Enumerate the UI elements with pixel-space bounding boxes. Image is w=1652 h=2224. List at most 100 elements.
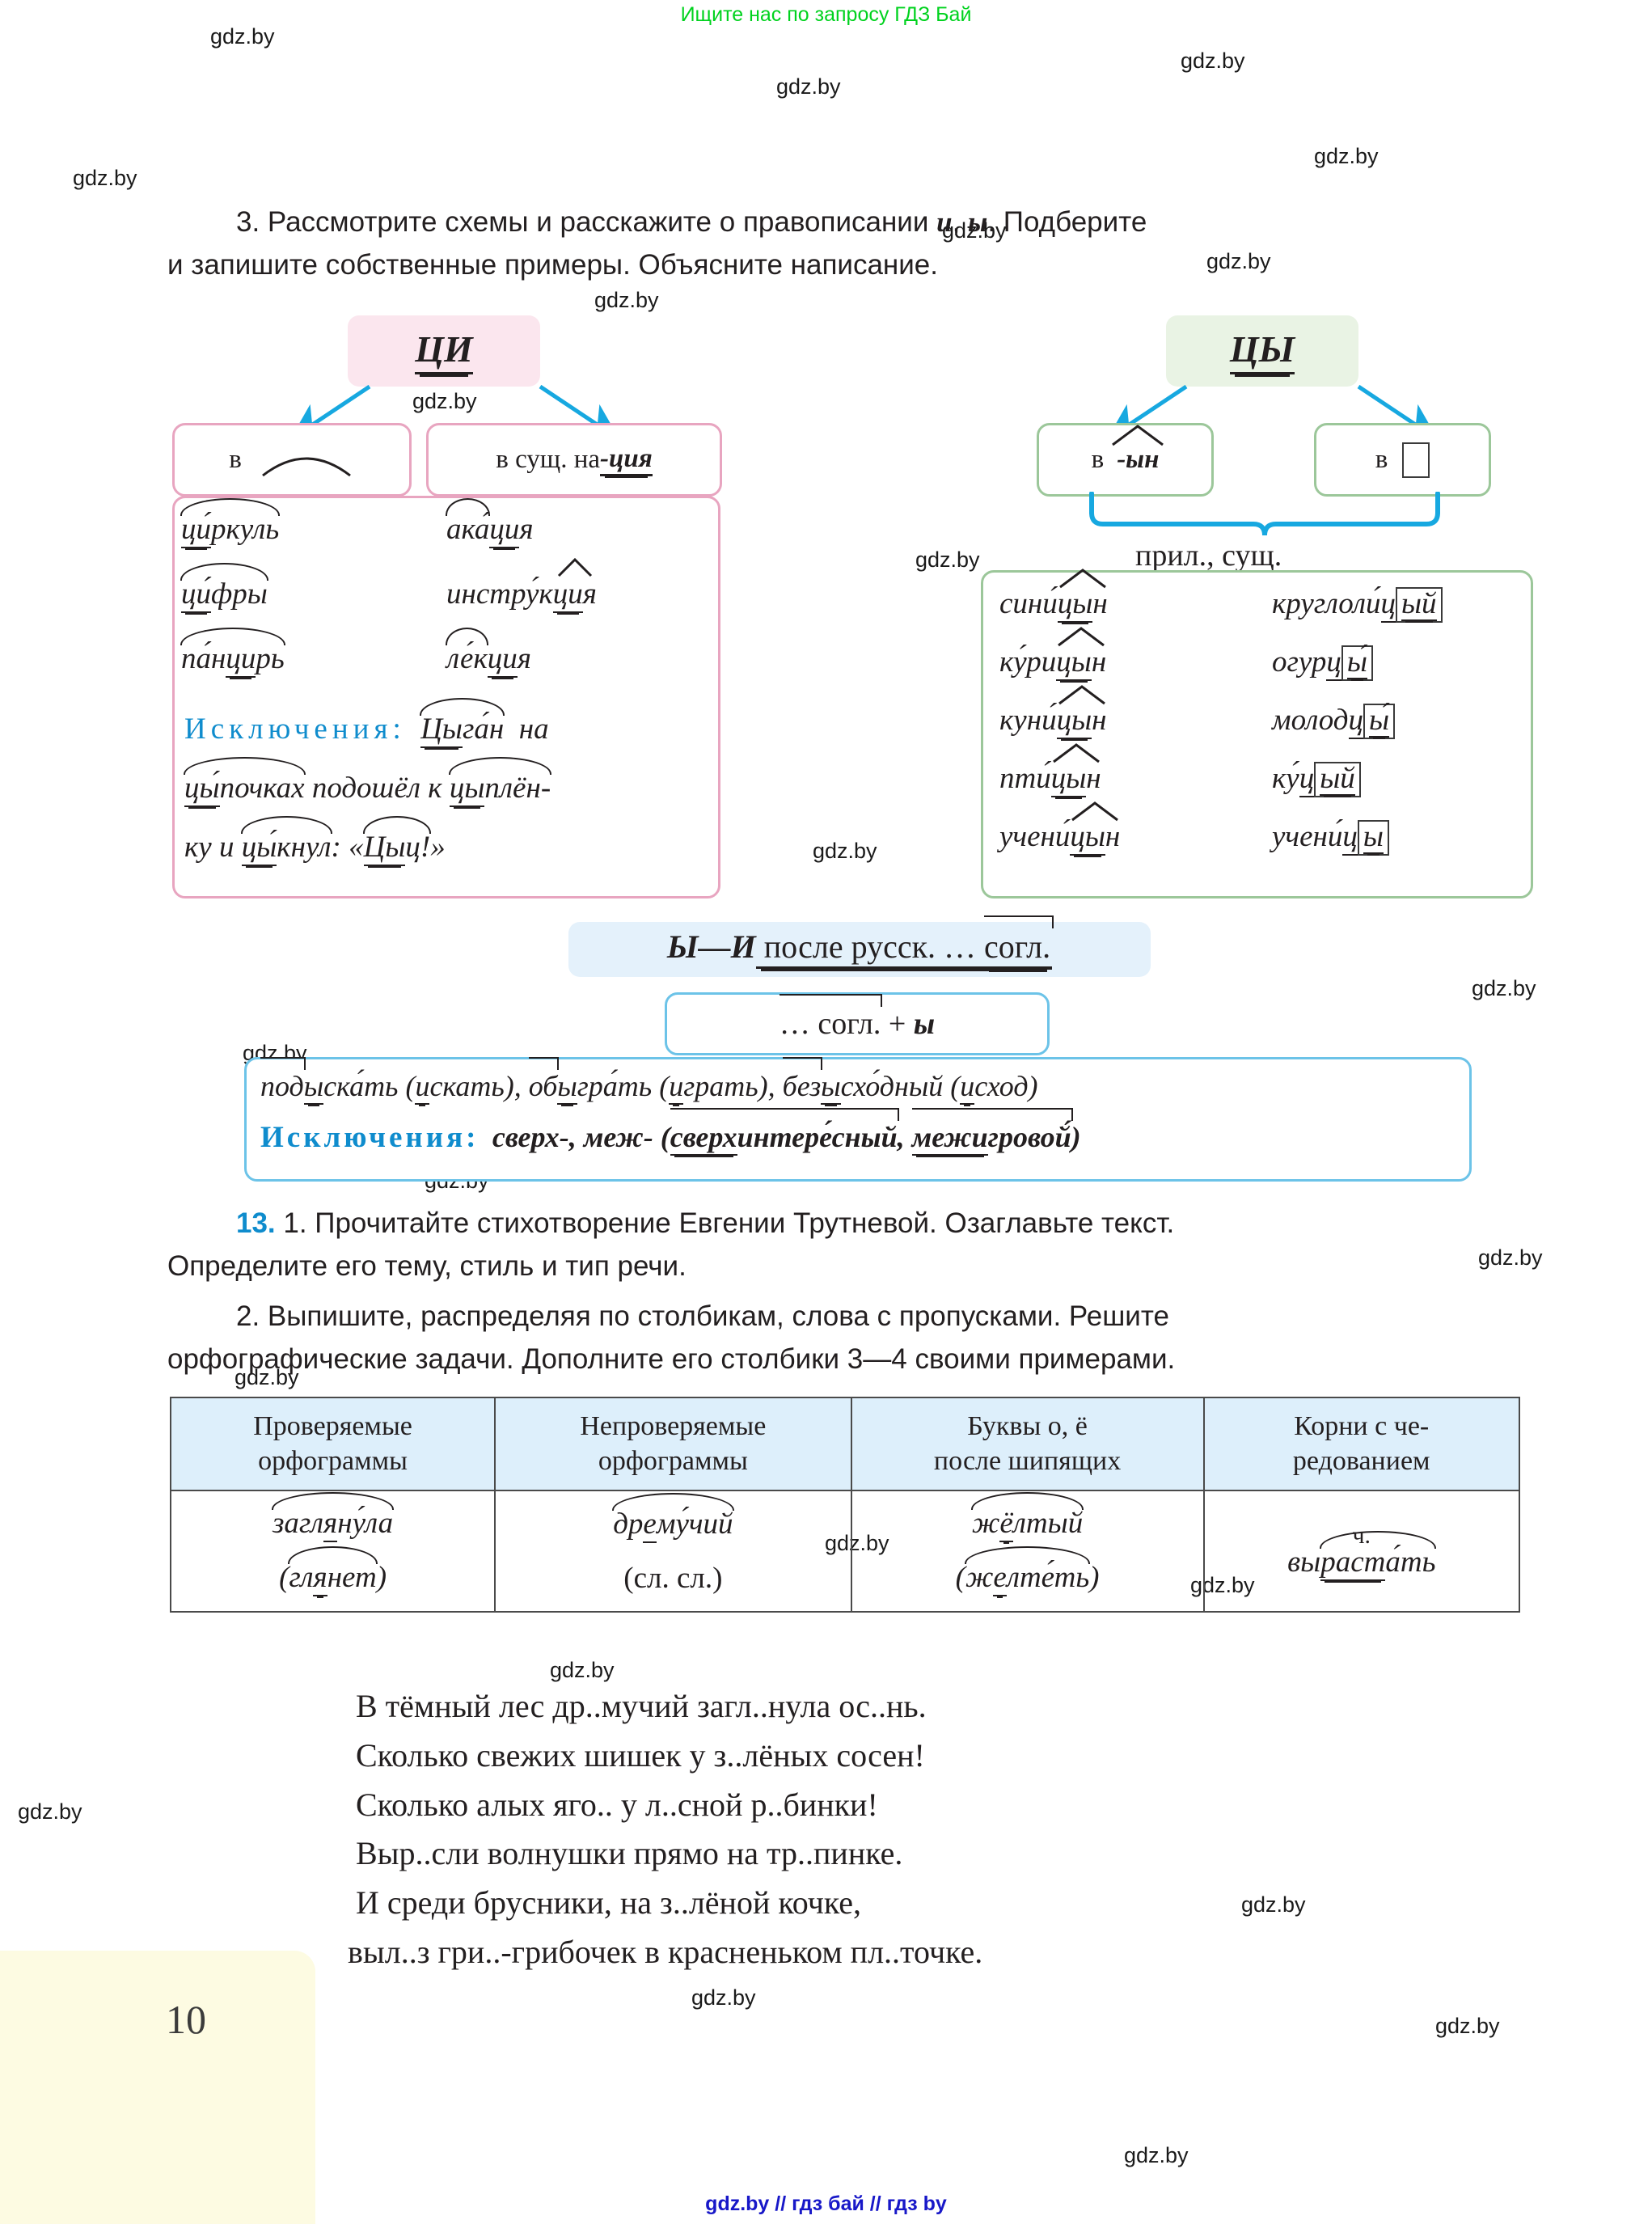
watermark: gdz.by (776, 74, 841, 99)
brace-icon (1089, 492, 1440, 536)
scheme-yi-exceptions: Исключения: сверх-, меж- (сверхинтере́сн… (260, 1108, 1081, 1156)
scheme-ci-exceptions-line2: цы́почках подошёл к цыплён- (184, 757, 552, 807)
scheme-yi-title-rest: после русск. … согл. (755, 915, 1054, 970)
scheme-yi-title: Ы—И после русск. … согл. (568, 915, 1151, 977)
watermark: gdz.by (18, 1799, 82, 1824)
table-header-line-1b: орфограммы (258, 1445, 408, 1476)
watermark: gdz.by (1124, 2143, 1189, 2167)
task-3-line2: и запишите собственные примеры. Объяснит… (167, 249, 938, 281)
letter-i-bold: и (936, 206, 953, 238)
scheme-cy-node-suffix-yn: в -ын (1037, 423, 1214, 497)
scheme-cy-node-ending: в (1314, 423, 1491, 497)
watermark: gdz.by (1435, 2014, 1500, 2038)
poem-line-3: Сколько алых яго.. у л..сной р..бинки! (356, 1786, 878, 1823)
scheme-ci-word-pancir: па́нцирь (180, 628, 285, 678)
scheme-cy-node-prefix: в (1091, 445, 1105, 474)
scheme-cy-title: ЦЫ (1166, 315, 1358, 387)
page-number: 10 (166, 1997, 206, 2042)
table-header-line-4b: редованием (1292, 1445, 1430, 1476)
scheme-ci-node-suffix-ciya: в сущ. на -ция (426, 423, 722, 497)
scheme-ci-word-cifry: ци́фры (180, 563, 268, 613)
watermark: gdz.by (1314, 144, 1379, 168)
table-header-line-4a: Корни с че- (1294, 1411, 1430, 1441)
scheme-ci-node-root-prefix: в (229, 445, 242, 474)
table-header-cell-2: Непроверяемые орфограммы (494, 1397, 852, 1491)
scheme-ci-exceptions-label: Исключения: (184, 712, 406, 746)
watermark: gdz.by (1181, 49, 1245, 73)
scheme-cy-node-suffix-text: -ын (1117, 445, 1160, 474)
ending-box-icon (1402, 442, 1430, 478)
poem-line-1: В тёмный лес др..мучий загл..нула ос..нь… (356, 1688, 927, 1724)
watermark: gdz.by (813, 839, 877, 863)
orthogram-table: Проверяемые орфограммы Непроверяемые орф… (169, 1397, 1520, 1613)
task-3-line1-part-a: 3. Рассмотрите схемы и расскажите о прав… (236, 206, 937, 238)
table-header-line-1a: Проверяемые (253, 1411, 412, 1441)
scheme-cy-word-sinicyn: сини́цын (999, 569, 1108, 623)
scheme-cy-word-pticyn: пти́цын (999, 743, 1101, 797)
table-header-cell-1: Проверяемые орфограммы (169, 1397, 496, 1491)
watermark: gdz.by (412, 389, 477, 413)
task-3-line1-part-c: . Подберите (987, 206, 1147, 238)
scheme-ci-exceptions: Исключения: Цыга́н на (184, 698, 549, 748)
table-header-line-2a: Непроверяемые (580, 1411, 767, 1441)
watermark: gdz.by (210, 24, 275, 49)
poem-line-4: Выр..сли волнушки прямо на тр..пинке. (356, 1835, 903, 1872)
scheme-cy-examples-box (981, 570, 1533, 898)
task-13-number: 13. (236, 1207, 276, 1239)
task-13-line2: Определите его тему, стиль и тип речи. (167, 1250, 687, 1282)
scheme-ci-word-lekcia: ле́кция (446, 628, 531, 678)
scheme-cy-title-text: ЦЫ (1229, 328, 1295, 374)
scheme-yi-examples-box (244, 1057, 1472, 1182)
task-3-instruction: 3. Рассмотрите схемы и расскажите о прав… (236, 204, 1546, 241)
scheme-ci-node-text-a: в сущ. на (496, 445, 601, 474)
table-cell-o-e-after-hissing: жёлтый (желте́ть) (850, 1490, 1205, 1613)
watermark: gdz.by (691, 1985, 756, 2010)
watermark: gdz.by (550, 1658, 615, 1682)
scheme-ci-node-root: в (172, 423, 412, 497)
letter-y-bold: ы (968, 206, 988, 238)
task-13-line1: 13. 1. Прочитайте стихотворение Евгении … (236, 1205, 1595, 1242)
scheme-yi-exceptions-label: Исключения: (260, 1121, 480, 1154)
scheme-cy-word-uchenicyn: учени́цын (999, 801, 1120, 856)
task-13-line4: орфографические задачи. Дополните его ст… (167, 1343, 1176, 1375)
table-header-line-3a: Буквы о, ё (967, 1411, 1088, 1441)
scheme-ci-word-akacia: ака́ция (445, 498, 534, 548)
table-header-line-2b: орфограммы (598, 1445, 748, 1476)
scheme-ci-title: ЦИ (348, 315, 540, 387)
task-13-line3: 2. Выпишите, распределяя по столбикам, с… (236, 1300, 1169, 1332)
site-banner: Ищите нас по запросу ГДЗ Бай (680, 3, 972, 26)
root-arc-icon (261, 457, 351, 476)
footer-links: gdz.by // гдз бай // гдз by (705, 2192, 947, 2215)
poem-block: В тёмный лес др..мучий загл..нула ос..нь… (348, 1682, 982, 1977)
watermark: gdz.by (1472, 976, 1536, 1000)
scheme-ci-title-text: ЦИ (415, 328, 473, 374)
table-row: загляну́ла (глянет) дрему́чий (сл. сл.) … (169, 1490, 1520, 1613)
table-header-cell-3: Буквы о, ё после шипящих (850, 1397, 1205, 1491)
scheme-yi-title-bold: Ы—И (666, 928, 756, 965)
poem-line-6: выл..з гри..-грибочек в красненьком пл..… (348, 1933, 983, 1970)
poem-line-5: И среди брусники, на з..лёной кочке, (356, 1884, 862, 1922)
table-cell-checkable: загляну́ла (глянет) (169, 1490, 496, 1613)
scheme-cy-word-kunicyn: куни́цын (999, 685, 1107, 739)
table-header-line-3b: после шипящих (933, 1445, 1122, 1476)
watermark: gdz.by (594, 288, 659, 312)
task-13-line1-text: 1. Прочитайте стихотворение Евгении Трут… (275, 1207, 1175, 1239)
table-header-row: Проверяемые орфограммы Непроверяемые орф… (169, 1397, 1520, 1491)
table-cell-uncheckable: дрему́чий (сл. сл.) (494, 1490, 852, 1613)
scheme-cy-node-ending-prefix: в (1375, 445, 1388, 474)
scheme-cy-brace-label: прил., сущ. (1135, 539, 1282, 573)
scheme-yi-examples: подыска́ть (искать), обыгра́ть (играть),… (260, 1057, 1038, 1105)
poem-line-2: Сколько свежих шишек у з..лёных сосен! (356, 1736, 925, 1774)
scheme-ci-word-cirkul: ци́ркуль (180, 498, 281, 548)
scheme-ci-exceptions-line3: ку и цы́кнул: «Цыц!» (184, 816, 446, 866)
table-cell-alternating-roots: ч. выраста́ть (1202, 1490, 1520, 1613)
scheme-ci-node-text-b: -ция (600, 444, 653, 476)
watermark: gdz.by (1241, 1892, 1306, 1917)
scheme-yi-rule-box: … согл. + ы (665, 992, 1050, 1055)
